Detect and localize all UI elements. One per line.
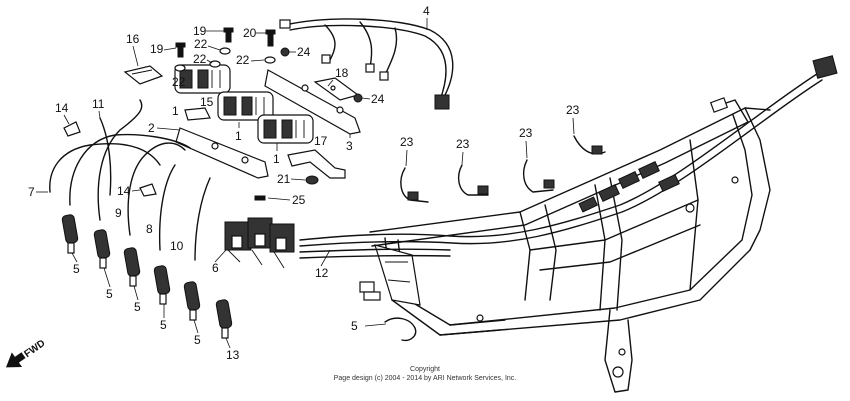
plug-caps (61, 214, 233, 339)
callout-11: 11 (92, 97, 105, 111)
callout-9: 9 (115, 206, 122, 220)
callout-5d: 5 (160, 318, 167, 332)
ignition-coils (174, 64, 361, 179)
callout-14b: 14 (117, 184, 131, 198)
callout-23a: 23 (400, 135, 414, 149)
callout-3: 3 (346, 139, 353, 153)
callout-22b: 22 (193, 52, 207, 66)
callout-5b: 5 (106, 287, 113, 301)
callout-22c: 22 (236, 53, 250, 67)
callout-23d: 23 (566, 103, 580, 117)
callout-22d: 22 (172, 75, 186, 89)
callout-10: 10 (170, 239, 184, 253)
callout-5f: 13 (226, 348, 240, 362)
sub-harness (279, 18, 454, 110)
callout-17: 17 (314, 134, 328, 148)
callout-5a: 5 (73, 262, 80, 276)
callout-20: 20 (243, 26, 257, 40)
callout-4: 4 (423, 4, 430, 18)
callout-22a: 22 (194, 37, 208, 51)
callout-25: 25 (292, 193, 306, 207)
callout-19b: 19 (150, 42, 164, 56)
copyright-line-1: Copyright (410, 366, 440, 373)
fwd-arrow-icon: FWD (5, 338, 47, 368)
callout-23c: 23 (519, 126, 533, 140)
copyright-line-2: Page design (c) 2004 - 2014 by ARI Netwo… (334, 375, 517, 382)
fwd-label: FWD (22, 338, 47, 360)
callout-24a: 24 (297, 45, 311, 59)
callout-12: 12 (315, 266, 329, 280)
callout-7: 7 (28, 185, 35, 199)
callout-1c: 1 (273, 152, 280, 166)
callout-16: 16 (126, 32, 140, 46)
callout-5e: 5 (194, 333, 201, 347)
callout-21: 21 (277, 172, 291, 186)
callout-6: 6 (212, 261, 219, 275)
callout-24b: 24 (371, 92, 385, 106)
wire-harness (224, 55, 838, 269)
callout-23b: 23 (456, 137, 470, 151)
spark-plug-cords (49, 99, 233, 339)
callout-19a: 19 (193, 24, 207, 38)
callout-1b: 1 (235, 129, 242, 143)
callout-5c: 5 (134, 300, 141, 314)
harness-clamps (384, 135, 606, 342)
callout-8: 8 (146, 222, 153, 236)
callout-1a: 1 (172, 104, 179, 118)
callout-14a: 14 (55, 101, 69, 115)
callout-2: 2 (148, 121, 155, 135)
callout-13: 5 (351, 319, 358, 333)
callout-labels: 19 20 4 16 22 19 22 24 22 22 18 24 14 11… (28, 4, 580, 362)
callout-15: 15 (200, 95, 214, 109)
small-parts (63, 27, 363, 201)
frame (359, 97, 771, 393)
callout-18: 18 (335, 66, 349, 80)
